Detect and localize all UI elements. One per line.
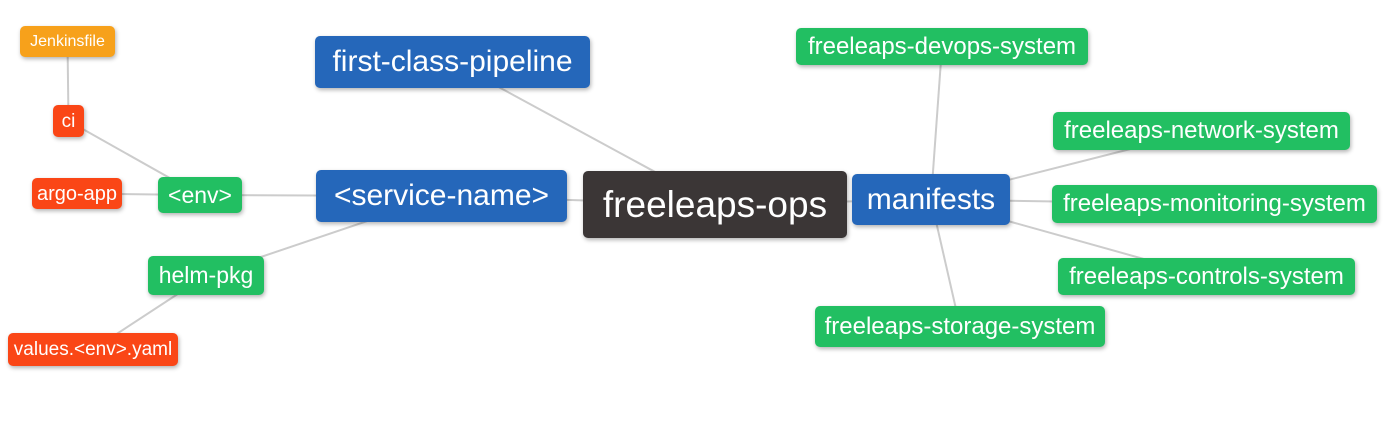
- node-jenkinsfile[interactable]: Jenkinsfile: [20, 26, 115, 57]
- node-service-name[interactable]: <service-name>: [316, 170, 567, 222]
- node-ci[interactable]: ci: [53, 105, 84, 137]
- node-freeleaps-monitoring-system[interactable]: freeleaps-monitoring-system: [1052, 185, 1377, 223]
- node-argo-app[interactable]: argo-app: [32, 178, 122, 209]
- node-freeleaps-controls-system[interactable]: freeleaps-controls-system: [1058, 258, 1355, 295]
- node-freeleaps-devops-system[interactable]: freeleaps-devops-system: [796, 28, 1088, 65]
- node-freeleaps-network-system[interactable]: freeleaps-network-system: [1053, 112, 1350, 150]
- node-freeleaps-ops-root[interactable]: freeleaps-ops: [583, 171, 847, 238]
- node-helm-pkg[interactable]: helm-pkg: [148, 256, 264, 295]
- node-env[interactable]: <env>: [158, 177, 242, 213]
- node-first-class-pipeline[interactable]: first-class-pipeline: [315, 36, 590, 88]
- node-freeleaps-storage-system[interactable]: freeleaps-storage-system: [815, 306, 1105, 347]
- node-values-env-yaml[interactable]: values.<env>.yaml: [8, 333, 178, 366]
- node-manifests[interactable]: manifests: [852, 174, 1010, 225]
